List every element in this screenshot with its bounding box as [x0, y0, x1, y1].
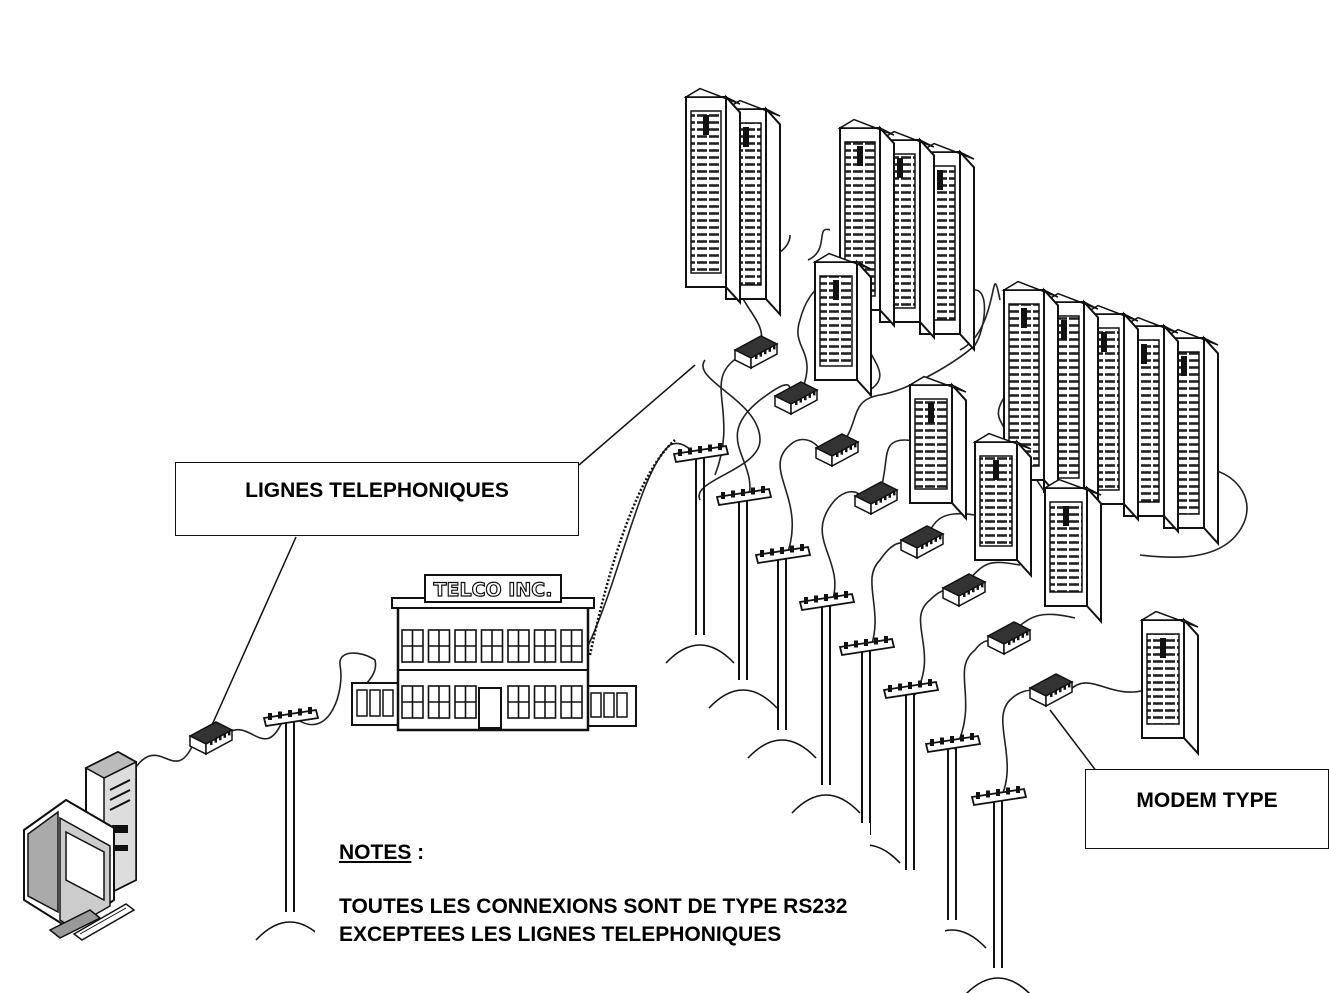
cable: [1069, 682, 1146, 693]
cable: [133, 739, 196, 771]
building-window: [507, 685, 530, 719]
cable: [1139, 469, 1248, 559]
notes-title: NOTES :: [339, 841, 424, 865]
telephone-pole-icon: [917, 733, 987, 949]
cable: [807, 228, 831, 261]
control-cabinet-icon: [972, 432, 1032, 578]
control-cabinet-icon: [907, 375, 967, 521]
modem-icon: [188, 721, 234, 756]
cable: [585, 442, 696, 651]
building-icon: TELCO INC.: [351, 574, 637, 732]
building-window: [454, 629, 477, 663]
telephone-lines-label: LIGNES TELEPHONIQUES: [175, 462, 579, 536]
modem-icon: [733, 335, 779, 370]
computer-icon: [23, 750, 138, 941]
building-window: [560, 685, 583, 719]
telephone-pole-icon: [665, 443, 735, 664]
building-window: [533, 629, 557, 663]
control-cabinet-icon: [1139, 610, 1199, 756]
notes-colon: :: [411, 841, 425, 864]
control-cabinet-icon: [812, 252, 872, 398]
building-window: [507, 629, 530, 663]
modem-icon: [986, 621, 1032, 656]
modem-icon: [853, 481, 899, 516]
modem-type-label: MODEM TYPE: [1085, 769, 1329, 849]
cable: [736, 384, 791, 501]
notes-body: TOUTES LES CONNEXIONS SONT DE TYPE RS232…: [339, 895, 848, 946]
cable: [714, 355, 741, 476]
telephone-pole-icon: [255, 707, 325, 941]
telephone-lines-text: LIGNES TELEPHONIQUES: [245, 479, 509, 502]
modem-icon: [814, 433, 860, 468]
control-cabinet-icon: [1042, 478, 1102, 624]
cable: [229, 721, 283, 740]
cable: [869, 542, 906, 651]
modem-type-text: MODEM TYPE: [1136, 789, 1278, 812]
telephone-pole-icon: [747, 544, 817, 759]
modem-icon: [899, 525, 945, 560]
telephone-pole-icon: [791, 591, 861, 814]
building-window: [454, 685, 477, 719]
modem-icon: [1028, 673, 1074, 708]
building-window: [533, 685, 557, 719]
notes-panel: NOTES : TOUTES LES CONNEXIONS SONT DE TY…: [315, 823, 870, 993]
building-window: [427, 685, 451, 719]
cable: [841, 289, 986, 446]
control-cabinet-icon: [1001, 280, 1219, 546]
building-window: [401, 629, 424, 663]
modem-icon: [773, 381, 819, 416]
cable: [698, 359, 761, 501]
modem-icon: [941, 573, 987, 608]
building-window: [480, 629, 504, 663]
building-window: [560, 629, 583, 663]
building-sign: TELCO INC.: [434, 579, 553, 601]
notes-heading: NOTES: [339, 841, 412, 864]
telephone-lines-leader-2: [578, 364, 696, 466]
building-window: [427, 629, 451, 663]
cable: [588, 439, 676, 656]
cable: [797, 289, 817, 396]
modem-layer: [188, 335, 1074, 756]
cabinet-layer: [683, 87, 1219, 756]
telephone-pole-icon: [965, 786, 1031, 993]
modem-type-leader: [1049, 709, 1098, 773]
cable: [779, 438, 821, 561]
telephone-lines-leader: [211, 536, 297, 726]
cable: [821, 490, 861, 609]
telephone-pole-icon: [708, 486, 778, 709]
control-cabinet-icon: [683, 87, 781, 317]
building-window: [401, 685, 424, 719]
cable: [999, 689, 1036, 801]
